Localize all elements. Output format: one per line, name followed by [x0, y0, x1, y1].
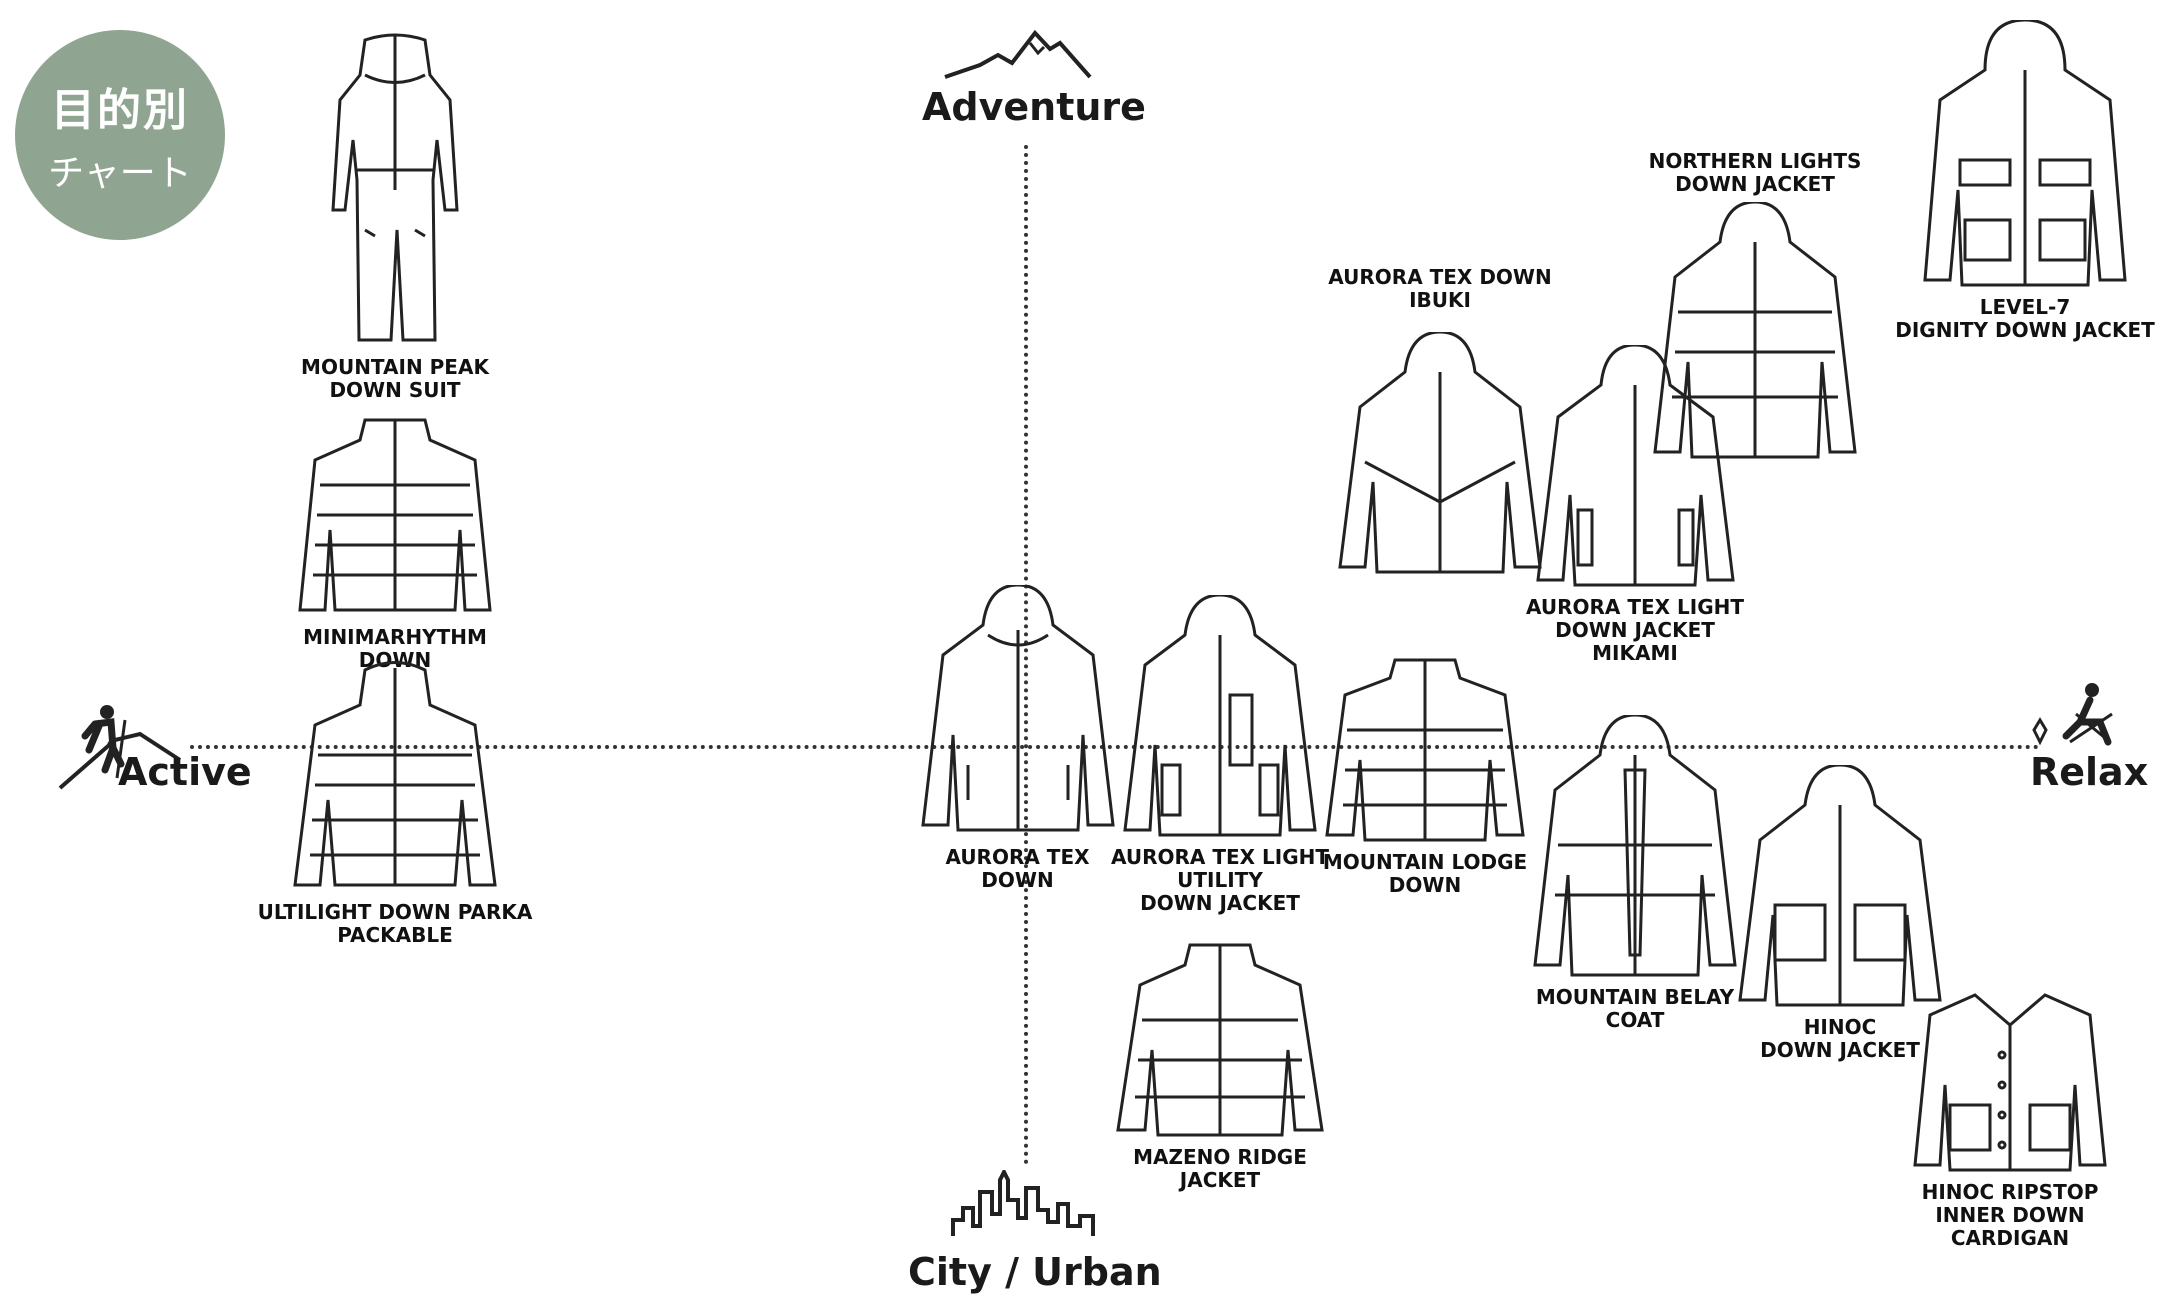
axis-label-relax: Relax — [2030, 750, 2149, 794]
axis-label-active: Active — [118, 750, 252, 794]
down-suit-illustration — [331, 33, 459, 342]
product-name: AURORA TEX LIGHT UTILITY DOWN JACKET — [1110, 845, 1330, 915]
horizontal-axis — [190, 745, 2040, 749]
cardigan-illustration — [1913, 993, 2107, 1172]
product-northern-lights-down-jacket[interactable]: NORTHERN LIGHTS DOWN JACKET — [1630, 150, 1880, 462]
product-name: HINOC RIPSTOP INNER DOWN CARDIGAN — [1921, 1180, 2099, 1250]
mountain-icon — [944, 29, 1092, 79]
product-mazeno-ridge-jacket[interactable]: MAZENO RIDGE JACKET — [1090, 935, 1350, 1192]
product-name: MOUNTAIN LODGE DOWN — [1322, 850, 1528, 897]
mikami-jacket-illustration — [1535, 345, 1735, 587]
ridge-jacket-illustration — [1116, 943, 1324, 1137]
city-skyline-icon — [951, 1170, 1095, 1236]
product-name: AURORA TEX DOWN IBUKI — [1328, 265, 1552, 312]
product-name: HINOC DOWN JACKET — [1760, 1015, 1920, 1062]
ibuki-jacket-illustration — [1338, 332, 1542, 574]
product-aurora-tex-down[interactable]: AURORA TEX DOWN — [910, 585, 1125, 892]
hinoc-jacket-illustration — [1738, 765, 1942, 1007]
product-ultilight-down-parka-packable[interactable]: ULTILIGHT DOWN PARKA PACKABLE — [255, 660, 535, 947]
product-name: MOUNTAIN PEAK DOWN SUIT — [301, 355, 489, 402]
utility-jacket-illustration — [1123, 595, 1317, 837]
product-hinoc-ripstop-inner-down-cardigan[interactable]: HINOC RIPSTOP INNER DOWN CARDIGAN — [1880, 985, 2140, 1250]
product-name: ULTILIGHT DOWN PARKA PACKABLE — [257, 900, 533, 947]
belay-coat-illustration — [1533, 715, 1737, 977]
product-mountain-belay-coat[interactable]: MOUNTAIN BELAY COAT — [1520, 715, 1750, 1032]
hiker-icon — [58, 705, 182, 790]
product-level-7-dignity-down-jacket[interactable]: LEVEL-7 DIGNITY DOWN JACKET — [1890, 20, 2160, 342]
product-name: NORTHERN LIGHTS DOWN JACKET — [1648, 149, 1862, 196]
hooded-jacket-illustration — [920, 585, 1115, 832]
product-name: AURORA TEX LIGHT DOWN JACKET MIKAMI — [1525, 595, 1745, 665]
product-minimarhythm-down[interactable]: MINIMARHYTHM DOWN — [275, 410, 515, 672]
lodge-jacket-illustration — [1325, 658, 1525, 842]
product-name: MOUNTAIN BELAY COAT — [1535, 985, 1735, 1032]
product-aurora-tex-light-utility-down-jacket[interactable]: AURORA TEX LIGHT UTILITY DOWN JACKET — [1105, 595, 1335, 915]
level-7-jacket-illustration — [1923, 20, 2127, 287]
down-jacket-illustration — [298, 418, 492, 612]
down-parka-illustration — [293, 661, 497, 887]
product-mountain-peak-down-suit[interactable]: MOUNTAIN PEAK DOWN SUIT — [270, 30, 520, 402]
badge-line-2: チャート — [48, 153, 192, 194]
product-name: LEVEL-7 DIGNITY DOWN JACKET — [1895, 295, 2155, 342]
product-name: AURORA TEX DOWN — [945, 845, 1090, 892]
vertical-axis — [1024, 145, 1028, 1165]
product-aurora-tex-light-down-jacket-mikami[interactable]: AURORA TEX LIGHT DOWN JACKET MIKAMI — [1520, 345, 1750, 665]
axis-label-adventure: Adventure — [922, 85, 1146, 129]
camping-chair-icon — [2032, 683, 2113, 746]
product-hinoc-down-jacket[interactable]: HINOC DOWN JACKET — [1725, 765, 1955, 1062]
product-aurora-tex-down-ibuki[interactable]: AURORA TEX DOWN IBUKI — [1320, 266, 1560, 577]
product-mountain-lodge-down[interactable]: MOUNTAIN LODGE DOWN — [1310, 650, 1540, 897]
badge-line-1: 目的別 — [51, 85, 189, 136]
product-name: MAZENO RIDGE JACKET — [1133, 1145, 1307, 1192]
axis-label-city-urban: City / Urban — [908, 1250, 1162, 1294]
chart-badge: 目的別 チャート — [15, 30, 225, 240]
northern-lights-jacket-illustration — [1653, 202, 1857, 459]
